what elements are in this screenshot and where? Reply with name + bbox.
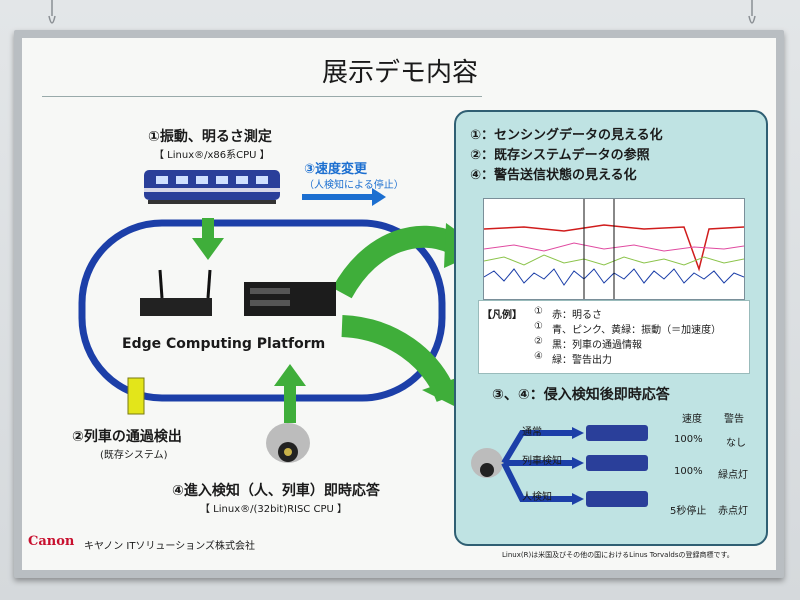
row1-warning: なし — [726, 438, 746, 449]
platform-server-device — [244, 282, 336, 316]
legend-item-2: 青、ピンク、黄緑：振動（＝加速度） — [552, 325, 722, 336]
legend-num-4: ④ — [534, 351, 543, 362]
trademark-note: Linux(R)は米国及びその他の国におけるLinus Torvaldsの登録商… — [502, 551, 734, 559]
poster: 展示デモ内容 — [22, 38, 776, 570]
legend-item-4: 緑：警告出力 — [552, 355, 612, 366]
platform-label: Edge Computing Platform — [122, 336, 326, 352]
hanging-hook-right — [748, 0, 756, 24]
row2-warning: 緑点灯 — [718, 470, 748, 481]
poster-title: 展示デモ内容 — [322, 58, 479, 88]
row2-speed: 100% — [674, 466, 703, 477]
legend-item-1: 赤：明るさ — [552, 310, 602, 321]
monitoring-graph-traces — [483, 199, 745, 299]
response-flow — [471, 425, 648, 507]
legend-num-1: ① — [534, 306, 543, 317]
row3-speed: 5秒停止 — [670, 506, 707, 517]
monitoring-graph — [483, 198, 745, 300]
legend-title: 【凡例】 — [482, 310, 522, 321]
row3-warning: 赤点灯 — [718, 506, 748, 517]
canon-logo: Canon — [28, 534, 75, 549]
col-speed: 速度 — [682, 414, 702, 425]
down-arrow — [192, 218, 224, 260]
legend-num-2: ① — [534, 321, 543, 332]
camera-device — [266, 423, 310, 463]
train-detection-subtitle: (既存システム) — [100, 450, 168, 461]
legend-item-3: 黒：列車の通過情報 — [552, 340, 642, 351]
title-underline — [42, 96, 482, 97]
company-name: キヤノン ITソリューションズ株式会社 — [84, 541, 256, 552]
speed-change-subtitle: （人検知による停止） — [304, 180, 404, 191]
up-arrow — [274, 364, 306, 423]
curved-arrow-upper — [332, 225, 457, 299]
vibration-subtitle: 【 Linux®/x86系CPU 】 — [154, 150, 270, 161]
col-warning: 警告 — [724, 414, 744, 425]
intrusion-subtitle: 【 Linux®/(32bit)RISC CPU 】 — [200, 504, 347, 515]
train-icon — [144, 170, 280, 204]
legend-box — [478, 300, 750, 374]
oval-track — [78, 219, 446, 402]
camera-small-icon — [471, 448, 503, 478]
row1-speed: 100% — [674, 434, 703, 445]
speed-change-title: ③速度変更 — [304, 162, 368, 177]
detection-sensor — [127, 377, 145, 415]
legend-num-3: ② — [534, 336, 543, 347]
vibration-title: ①振動、明るさ測定 — [148, 129, 272, 145]
case-person-detection: 人検知 — [522, 492, 552, 503]
intrusion-title: ④進入検知（人、列車）即時応答 — [172, 483, 380, 499]
case-normal: 通常 — [522, 427, 542, 438]
edge-router-device — [140, 269, 212, 316]
hanging-hook-left — [48, 0, 56, 24]
panel-line-2: ②：既存システムデータの参照 — [470, 148, 650, 163]
speed-arrow-shaft — [302, 194, 372, 200]
response-title: ③、④：侵入検知後即時応答 — [492, 387, 670, 403]
panel-line-3: ④：警告送信状態の見える化 — [470, 168, 637, 183]
speed-arrow-head — [372, 188, 386, 206]
train-detection-title: ②列車の通過検出 — [72, 429, 182, 445]
panel-line-1: ①：センシングデータの見える化 — [470, 128, 663, 143]
case-train-detection: 列車検知 — [522, 456, 562, 467]
